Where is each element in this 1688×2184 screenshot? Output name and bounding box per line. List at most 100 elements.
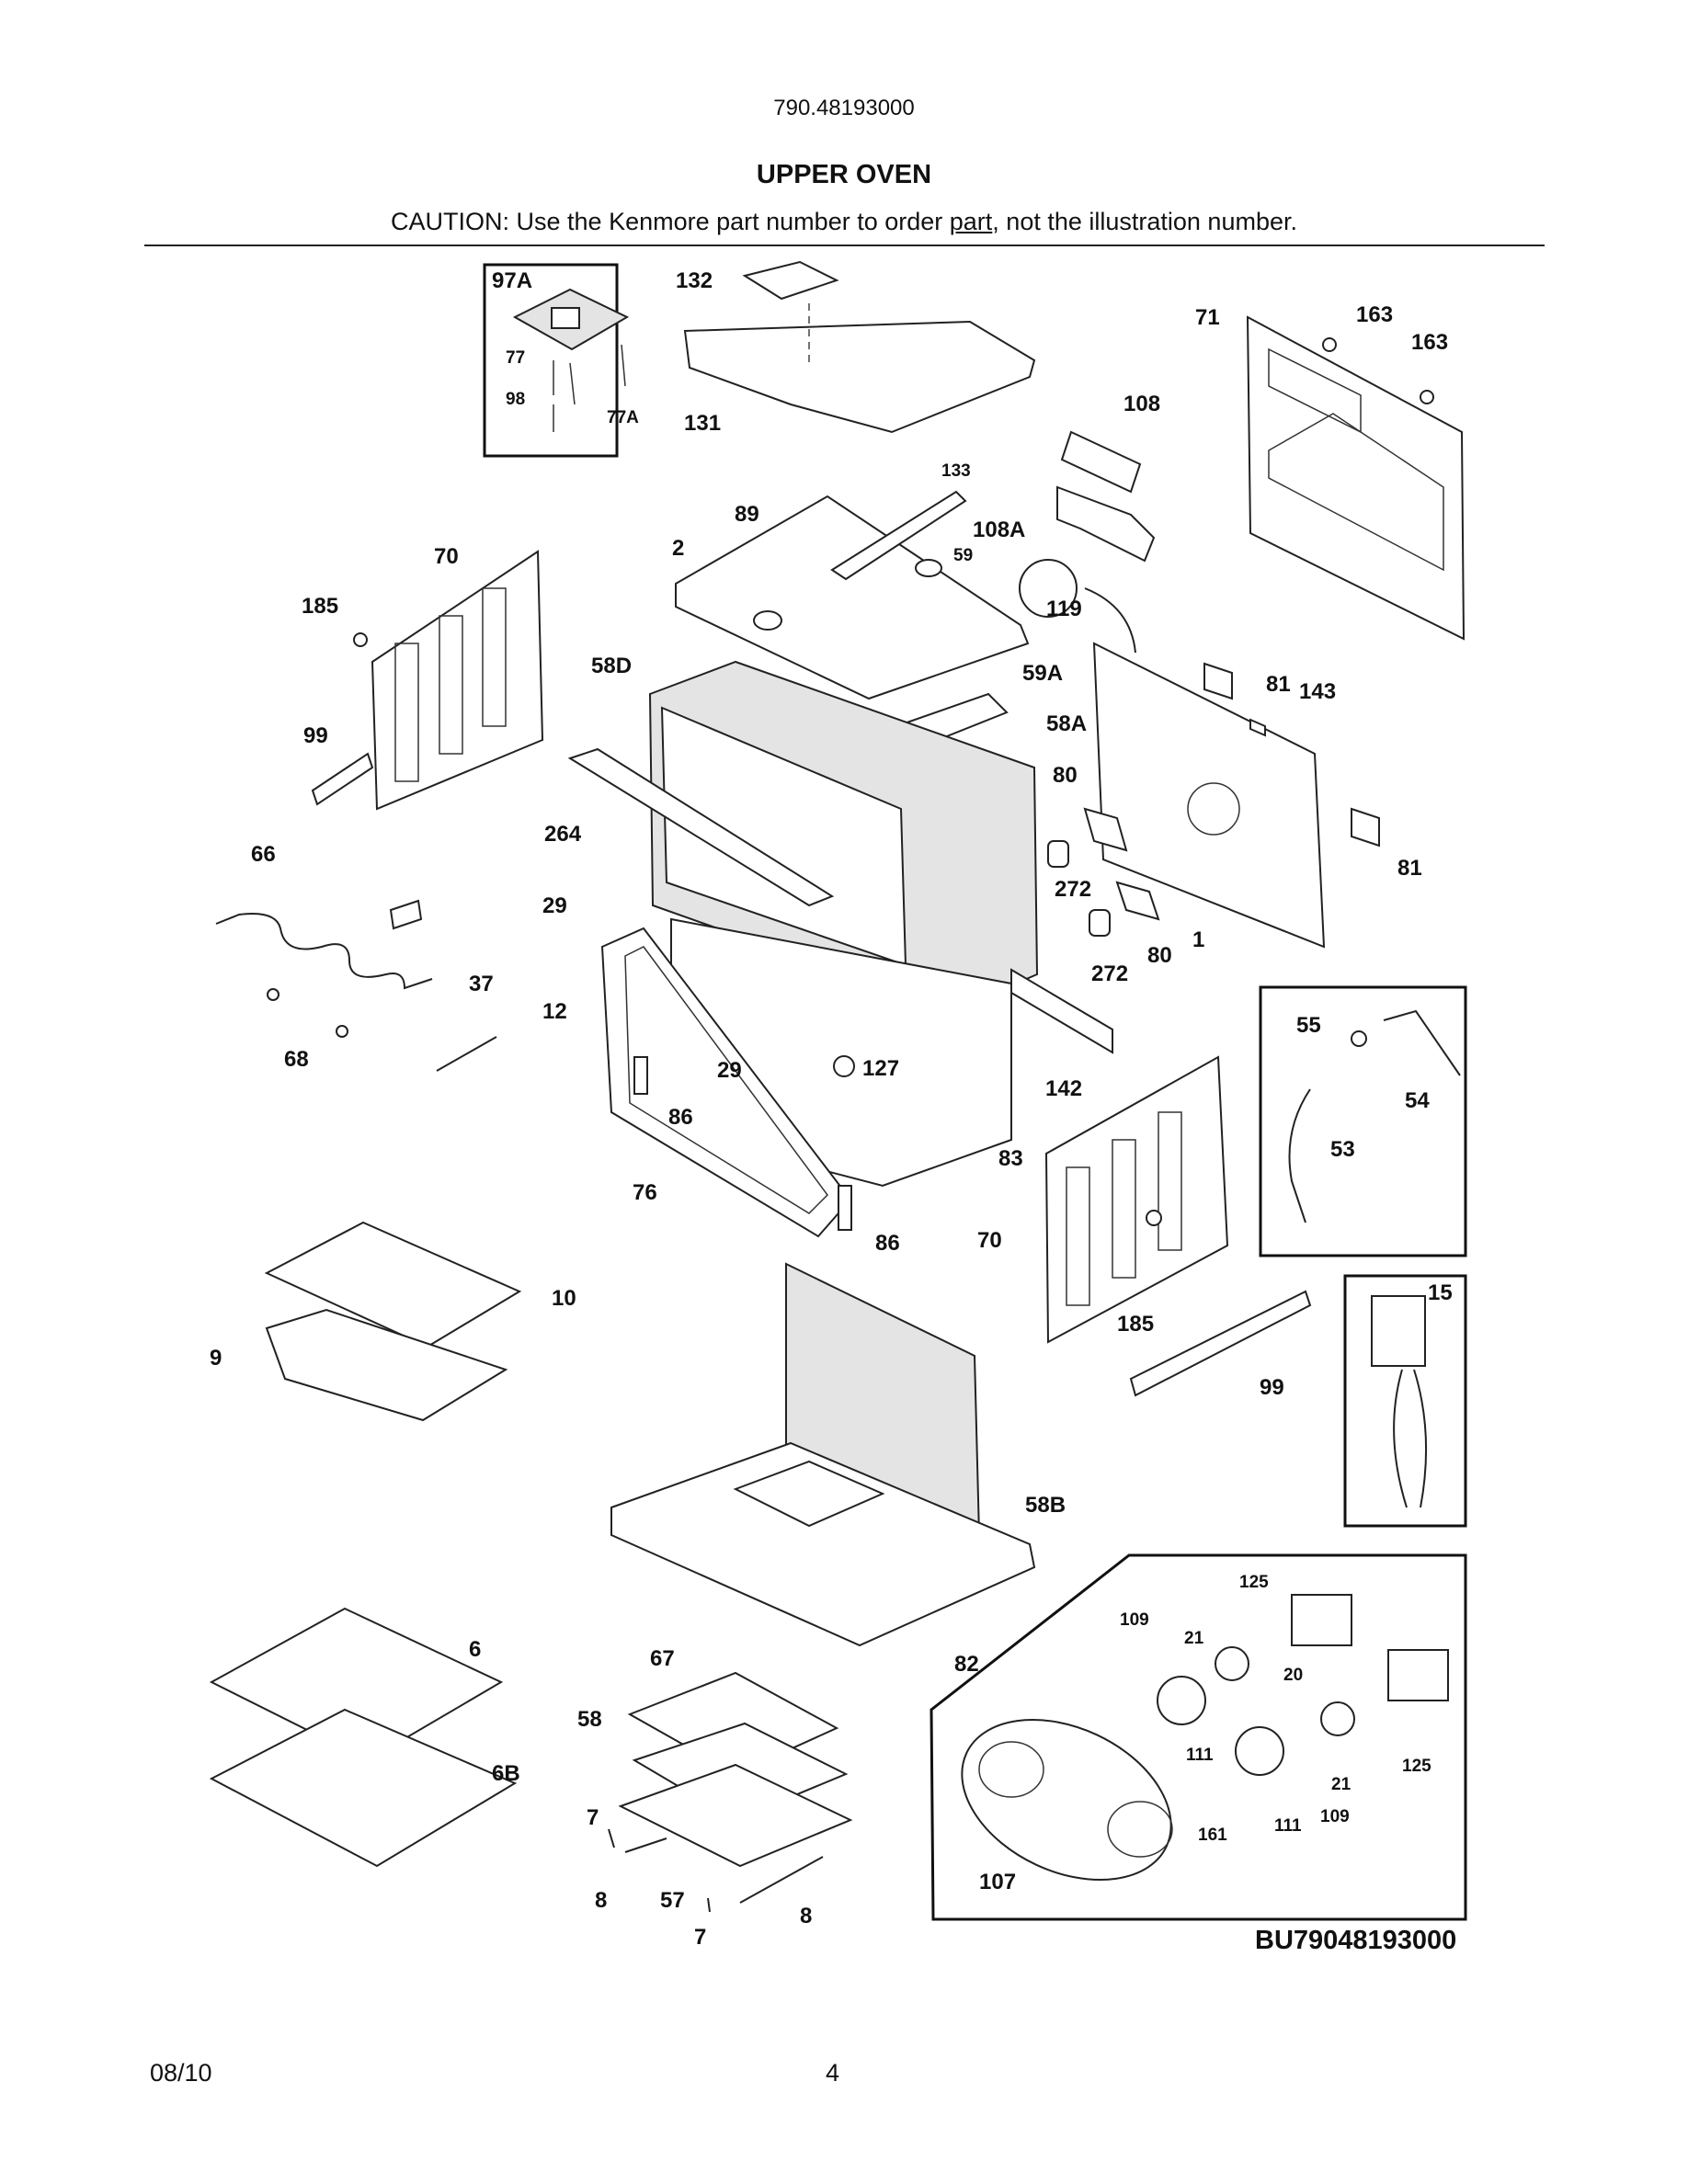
board-fastener-3 (621, 344, 626, 387)
part-107-fan-cover (961, 1718, 1172, 1882)
part-70-right-rib-a (1066, 1166, 1090, 1306)
part-264-trim (567, 747, 835, 907)
drawing-code: BU79048193000 (1255, 1926, 1456, 1955)
part-107-vent-b (1107, 1801, 1173, 1858)
callout-12: 12 (542, 999, 567, 1024)
header-divider (144, 245, 1545, 246)
callout-77: 77 (506, 348, 525, 368)
callout-107: 107 (979, 1870, 1016, 1894)
part-76-opening (624, 946, 828, 1214)
callout-111-a: 111 (1186, 1746, 1214, 1765)
callout-54: 54 (1405, 1088, 1430, 1113)
callout-58A: 58A (1046, 711, 1087, 736)
callout-10: 10 (552, 1286, 576, 1311)
part-119-arrow (1084, 587, 1136, 654)
callout-163-a: 163 (1356, 302, 1393, 327)
callout-68: 68 (284, 1047, 309, 1072)
callout-108: 108 (1123, 392, 1160, 416)
callout-98: 98 (506, 390, 525, 409)
callout-57: 57 (660, 1888, 685, 1913)
callout-108A: 108A (973, 518, 1025, 542)
part-70-right-rib-c (1158, 1111, 1182, 1251)
part-7-screw-b (707, 1897, 711, 1913)
callout-59: 59 (953, 546, 973, 565)
callout-125-b: 125 (1402, 1757, 1431, 1776)
part-71-rib (1268, 413, 1444, 572)
callout-21-a: 21 (1184, 1629, 1204, 1648)
part-58B-opening (733, 1460, 885, 1528)
part-125-motor-a (1291, 1594, 1352, 1646)
callout-125-a: 125 (1239, 1573, 1269, 1592)
callout-76: 76 (633, 1180, 657, 1205)
callout-142: 142 (1045, 1076, 1082, 1101)
part-86-hinge-lower (838, 1185, 852, 1231)
callout-58: 58 (577, 1707, 602, 1732)
part-2-top-deck (675, 495, 1030, 700)
part-70-rib-b (439, 615, 463, 755)
part-70-left-panel (371, 550, 544, 811)
callout-58D: 58D (591, 654, 632, 678)
callout-86-lower: 86 (875, 1231, 900, 1256)
part-68-bracket-b (336, 1025, 348, 1038)
part-127-light (833, 1055, 855, 1077)
callout-80-lower: 80 (1147, 943, 1172, 968)
callout-163-b: 163 (1411, 330, 1448, 355)
part-272-bumper-a (1047, 840, 1069, 868)
callout-7-b: 7 (694, 1925, 706, 1950)
callout-70-left: 70 (434, 544, 459, 569)
callout-1: 1 (1192, 927, 1204, 952)
part-8-strip-a (624, 1837, 667, 1853)
part-185-screw-left (353, 632, 368, 647)
callout-86-upper: 86 (668, 1105, 693, 1130)
part-53-probe-wire (1288, 1088, 1311, 1223)
callout-109-a: 109 (1120, 1610, 1149, 1630)
callout-185-left: 185 (302, 594, 338, 619)
callout-6: 6 (469, 1637, 481, 1662)
part-109-fan-blade-b (1235, 1726, 1284, 1776)
part-131-top-cover (683, 320, 1036, 434)
part-272-bumper-b (1089, 909, 1111, 937)
part-1-side-wall (1092, 642, 1326, 949)
part-57-bottom-cover (618, 1763, 853, 1868)
part-70-rib-a (394, 643, 419, 782)
part-76-door-frame (600, 927, 852, 1238)
callout-70-right: 70 (977, 1228, 1002, 1253)
callout-109-b: 109 (1320, 1807, 1350, 1826)
callout-8-b: 8 (800, 1904, 812, 1928)
part-89-motor (753, 610, 782, 631)
inset-control-board (483, 263, 619, 458)
part-119-callout-circle (1019, 559, 1078, 618)
callout-127: 127 (862, 1056, 899, 1081)
callout-132: 132 (676, 268, 713, 293)
callout-9: 9 (210, 1346, 222, 1371)
callout-71: 71 (1195, 305, 1220, 330)
part-59-limit (915, 559, 942, 577)
callout-97A: 97A (492, 268, 532, 293)
part-163-nut-b (1420, 390, 1434, 404)
part-8-strip-b (739, 1856, 824, 1904)
callout-82: 82 (954, 1652, 979, 1677)
caution-underlined: part (949, 208, 993, 235)
part-9-broil-pan (265, 1308, 508, 1422)
callout-161: 161 (1198, 1826, 1227, 1845)
callout-119: 119 (1046, 597, 1082, 621)
board-fastener-2 (569, 362, 576, 405)
part-20-baffle-a (1215, 1646, 1249, 1681)
inset-transformer (1343, 1274, 1467, 1528)
part-80-bracket-lower (1115, 881, 1160, 921)
page-title: UPPER OVEN (756, 160, 932, 189)
part-81-bracket-top (1203, 662, 1233, 700)
callout-29-b: 29 (717, 1058, 742, 1083)
callout-133: 133 (941, 461, 971, 481)
part-163-nut-a (1322, 337, 1337, 352)
caution-suffix: , not the illustration number. (992, 208, 1297, 235)
part-133-duct (830, 490, 967, 581)
callout-2: 2 (672, 536, 684, 561)
page-number: 4 (826, 2059, 840, 2087)
part-6B-rack (209, 1708, 518, 1868)
callout-20: 20 (1283, 1666, 1303, 1685)
part-15-transformer (1371, 1295, 1426, 1367)
callout-99-right: 99 (1260, 1375, 1284, 1400)
part-109-fan-blade-a (1157, 1676, 1206, 1725)
